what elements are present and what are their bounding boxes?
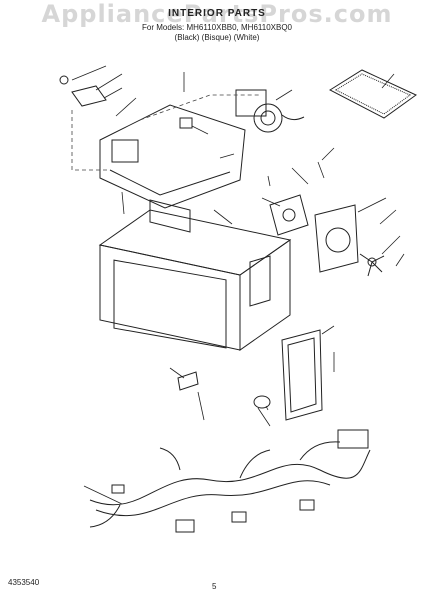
page-number: 5	[212, 582, 217, 591]
watermark: AppliancePartsPros.com	[41, 0, 393, 28]
part-17-harness	[89, 429, 371, 533]
part-8-motor	[235, 89, 305, 133]
part-3-fan	[359, 253, 385, 277]
part-13-frame	[281, 329, 323, 421]
part-7-bracket	[99, 94, 260, 209]
part-9-assembly	[59, 75, 110, 171]
main-cavity	[98, 199, 292, 351]
leader-lines	[71, 65, 405, 505]
footer-code: 4353540	[8, 578, 40, 587]
part-12-clip	[179, 117, 193, 129]
part-1-plate	[269, 194, 309, 236]
part-2-shroud	[314, 204, 359, 273]
part-16-filter	[328, 69, 417, 119]
part-15-bracket	[177, 371, 199, 391]
model-line: For Models: MH6110XBB0, MH6110XBQ0	[142, 23, 292, 32]
part-14-cap	[253, 395, 271, 409]
diagram-title: INTERIOR PARTS	[168, 8, 266, 19]
color-line: (Black) (Bisque) (White)	[174, 33, 260, 42]
